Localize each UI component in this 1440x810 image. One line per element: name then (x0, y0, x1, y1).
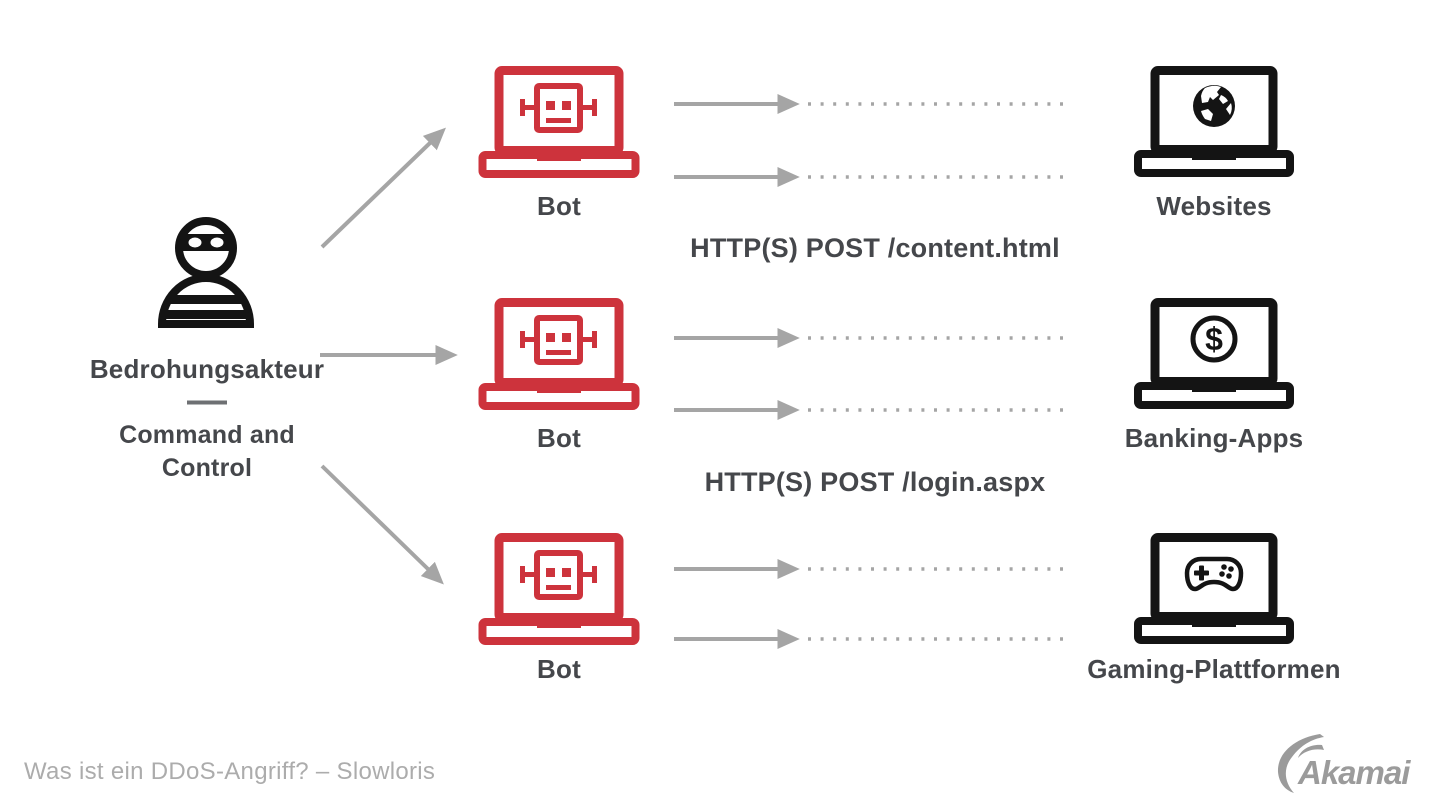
gamepad-icon (1184, 556, 1244, 592)
dollar-icon: $ (1190, 315, 1238, 363)
logo-swoosh-icon (1277, 734, 1324, 793)
websites-laptop-icon (1134, 66, 1294, 177)
bot1-laptop-icon (478, 66, 640, 178)
robot-face-icon (520, 83, 597, 133)
bot2-label: Bot (537, 423, 581, 453)
request-label-login: HTTP(S) POST /login.aspx (704, 467, 1046, 497)
brand-name: Akamai (1297, 754, 1411, 791)
bot1-label: Bot (537, 191, 581, 221)
bot2-laptop-icon (478, 298, 640, 410)
akamai-logo: Akamai (1277, 734, 1412, 793)
request-label-content: HTTP(S) POST /content.html (690, 233, 1060, 263)
arrow-actor-to-bot1 (320, 127, 446, 249)
robot-face-icon (520, 315, 597, 365)
gaming-laptop-icon (1134, 533, 1294, 644)
bot3-label: Bot (537, 654, 581, 684)
globe-icon (1193, 85, 1235, 127)
actor-label: Bedrohungsakteur (89, 354, 325, 384)
target-label-gaming: Gaming-Plattformen (1087, 654, 1341, 684)
actor-role-label: Command and Control (119, 421, 295, 482)
footer-caption: Was ist ein DDoS-Angriff? – Slowloris (24, 758, 436, 785)
target-label-websites: Websites (1156, 191, 1272, 221)
bot3-laptop-icon (478, 533, 640, 645)
banking-laptop-icon: $ (1134, 298, 1294, 409)
logo-arc-icon (1298, 744, 1324, 758)
actor-divider: — (187, 378, 227, 422)
target-label-banking: Banking-Apps (1124, 423, 1304, 453)
threat-actor-icon (157, 217, 255, 328)
svg-text:$: $ (1205, 321, 1223, 357)
arrow-actor-to-bot3 (320, 464, 444, 585)
robot-face-icon (520, 550, 597, 600)
